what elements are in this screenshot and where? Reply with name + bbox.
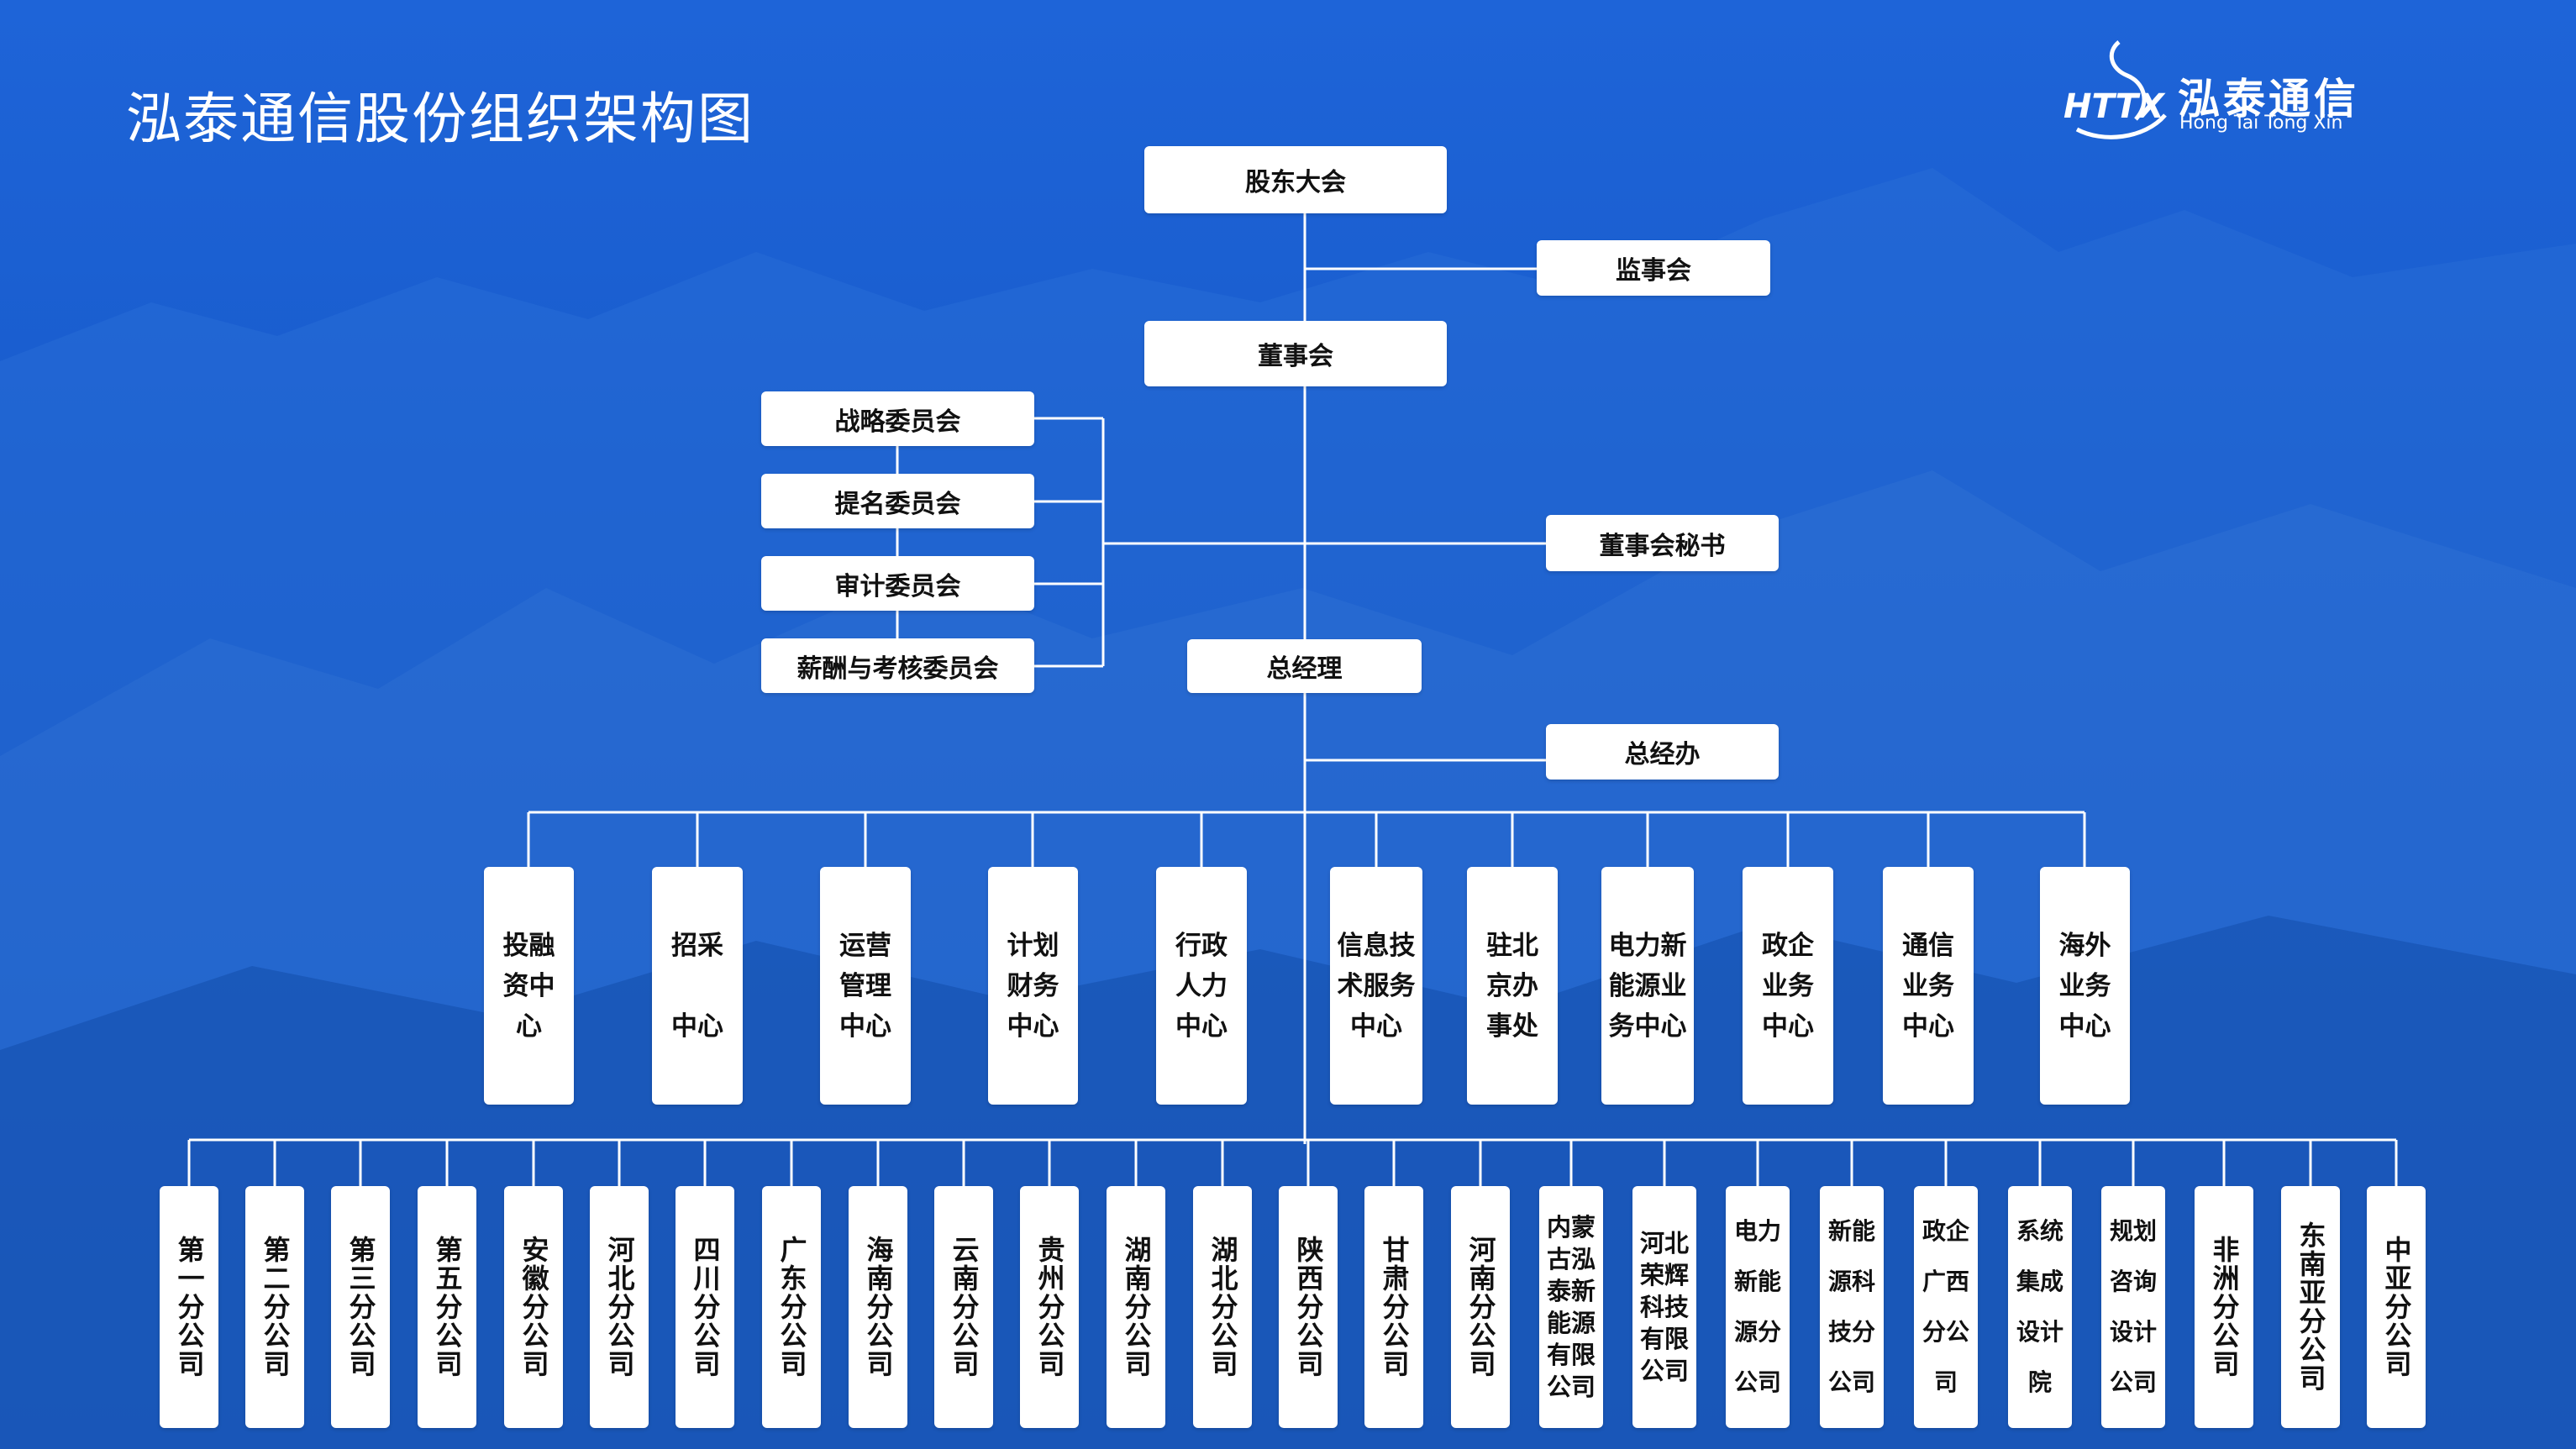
- branch-africa[interactable]: 非洲分公司: [2195, 1186, 2253, 1428]
- telecom-business-center[interactable]: 通信 业务 中心: [1883, 867, 1974, 1105]
- supervisory-board-box[interactable]: 监事会: [1537, 240, 1770, 296]
- shareholders-meeting-box[interactable]: 股东大会: [1144, 146, 1447, 213]
- branch-new-energy-tech[interactable]: 新能 源科 技分 公司: [1820, 1186, 1884, 1428]
- branch-guangdong[interactable]: 广东分公司: [762, 1186, 821, 1428]
- investment-financing-center[interactable]: 投融 资中 心: [484, 867, 574, 1105]
- branch-sichuan[interactable]: 四川分公司: [676, 1186, 734, 1428]
- branch-gansu[interactable]: 甘肃分公司: [1364, 1186, 1423, 1428]
- board-secretary-box[interactable]: 董事会秘书: [1546, 515, 1779, 571]
- overseas-business-center[interactable]: 海外 业务 中心: [2040, 867, 2130, 1105]
- branch-5[interactable]: 第五分公司: [418, 1186, 476, 1428]
- branch-hebei-ronghui-tech[interactable]: 河北 荣辉 科技 有限 公司: [1632, 1186, 1696, 1428]
- admin-hr-center[interactable]: 行政 人力 中心: [1156, 867, 1247, 1105]
- branch-2[interactable]: 第二分公司: [245, 1186, 304, 1428]
- branch-1[interactable]: 第一分公司: [160, 1186, 218, 1428]
- beijing-office[interactable]: 驻北 京办 事处: [1467, 867, 1558, 1105]
- procurement-center[interactable]: 招采 中心: [652, 867, 743, 1105]
- branch-hainan[interactable]: 海南分公司: [849, 1186, 907, 1428]
- system-integration-design-institute[interactable]: 系统 集成 设计 院: [2008, 1186, 2072, 1428]
- general-manager-box[interactable]: 总经理: [1187, 639, 1422, 693]
- gm-office-box[interactable]: 总经办: [1546, 724, 1779, 780]
- logo-mark-icon: HTTX: [2063, 40, 2167, 139]
- strategy-committee-box[interactable]: 战略委员会: [761, 391, 1034, 446]
- branch-gov-enterprise-guangxi[interactable]: 政企 广西 分公 司: [1914, 1186, 1978, 1428]
- branch-southeast-asia[interactable]: 东南亚分公司: [2281, 1186, 2340, 1428]
- branch-anhui[interactable]: 安徽分公司: [504, 1186, 563, 1428]
- branch-power-new-energy[interactable]: 电力 新能 源分 公司: [1726, 1186, 1790, 1428]
- operations-management-center[interactable]: 运营 管理 中心: [820, 867, 911, 1105]
- branch-central-asia[interactable]: 中亚分公司: [2367, 1186, 2426, 1428]
- audit-committee-box[interactable]: 审计委员会: [761, 556, 1034, 611]
- planning-consulting-design-company[interactable]: 规划 咨询 设计 公司: [2101, 1186, 2165, 1428]
- branch-henan[interactable]: 河南分公司: [1451, 1186, 1510, 1428]
- branch-guizhou[interactable]: 贵州分公司: [1020, 1186, 1079, 1428]
- branch-hunan[interactable]: 湖南分公司: [1107, 1186, 1165, 1428]
- page-title: 泓泰通信股份组织架构图: [126, 87, 754, 151]
- branch-yunnan[interactable]: 云南分公司: [934, 1186, 993, 1428]
- branch-hubei[interactable]: 湖北分公司: [1193, 1186, 1252, 1428]
- branch-hebei[interactable]: 河北分公司: [590, 1186, 649, 1428]
- logo-chinese-name: 泓泰通信: [2178, 75, 2359, 123]
- company-logo: HTTX 泓泰通信 Hong Tai Tong Xin: [2060, 35, 2363, 144]
- branch-3[interactable]: 第三分公司: [331, 1186, 390, 1428]
- nomination-committee-box[interactable]: 提名委员会: [761, 474, 1034, 528]
- planning-finance-center[interactable]: 计划 财务 中心: [988, 867, 1078, 1105]
- branch-inner-mongolia-new-energy[interactable]: 内蒙 古泓 泰新 能源 有限 公司: [1539, 1186, 1603, 1428]
- gov-enterprise-center[interactable]: 政企 业务 中心: [1743, 867, 1833, 1105]
- board-of-directors-box[interactable]: 董事会: [1144, 321, 1447, 386]
- branch-shaanxi[interactable]: 陕西分公司: [1279, 1186, 1338, 1428]
- power-new-energy-center[interactable]: 电力新 能源业 务中心: [1601, 867, 1694, 1105]
- svg-text:HTTX: HTTX: [2063, 87, 2166, 126]
- it-service-center[interactable]: 信息技 术服务 中心: [1330, 867, 1422, 1105]
- logo-english-name: Hong Tai Tong Xin: [2179, 113, 2343, 134]
- compensation-committee-box[interactable]: 薪酬与考核委员会: [761, 638, 1034, 693]
